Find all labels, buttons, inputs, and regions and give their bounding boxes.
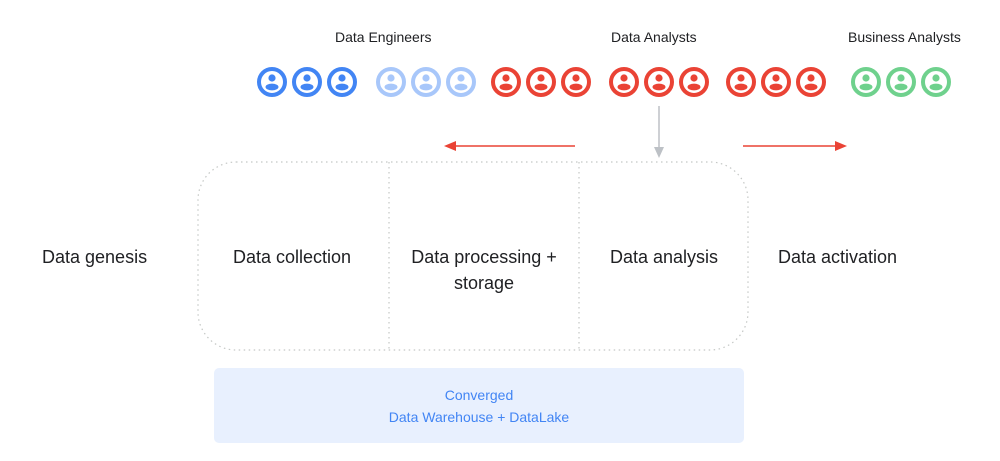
person-circle-icon: [920, 66, 952, 98]
person-circle-icon: [326, 66, 358, 98]
converged-platform-box: Converged Data Warehouse + DataLake: [214, 368, 744, 443]
person-circle-icon: [850, 66, 882, 98]
person-circle-icon: [885, 66, 917, 98]
stage-data-processing-line2: storage: [453, 273, 515, 293]
stage-data-analysis: Data analysis: [610, 247, 719, 267]
person-circle-icon: [490, 66, 522, 98]
shift-right-arrow: [743, 141, 847, 151]
person-circle-icon: [291, 66, 323, 98]
person-circle-icon: [678, 66, 710, 98]
platform-title: Converged: [444, 386, 514, 403]
stage-data-processing-storage: Data processing + storage: [390, 244, 578, 296]
role-label-business-analysts: Business Analysts: [848, 29, 961, 45]
person-circle-icon: [256, 66, 288, 98]
person-circle-icon: [560, 66, 592, 98]
analysts-down-arrow: [654, 106, 664, 158]
role-label-data-analysts: Data Analysts: [611, 29, 697, 45]
person-circle-icon: [608, 66, 640, 98]
person-circle-icon: [375, 66, 407, 98]
stage-data-collection: Data collection: [233, 247, 352, 267]
person-circle-icon: [525, 66, 557, 98]
stage-data-processing-line1: Data processing +: [411, 247, 557, 267]
person-circle-icon: [760, 66, 792, 98]
person-circle-icon: [643, 66, 675, 98]
shift-left-arrow: [444, 141, 575, 151]
person-circle-icon: [445, 66, 477, 98]
platform-subtitle: Data Warehouse + DataLake: [388, 408, 570, 425]
stage-data-genesis: Data genesis: [42, 247, 148, 267]
role-label-data-engineers: Data Engineers: [335, 29, 432, 45]
person-circle-icon: [725, 66, 757, 98]
person-circle-icon: [410, 66, 442, 98]
stage-data-activation: Data activation: [778, 247, 898, 267]
person-circle-icon: [795, 66, 827, 98]
